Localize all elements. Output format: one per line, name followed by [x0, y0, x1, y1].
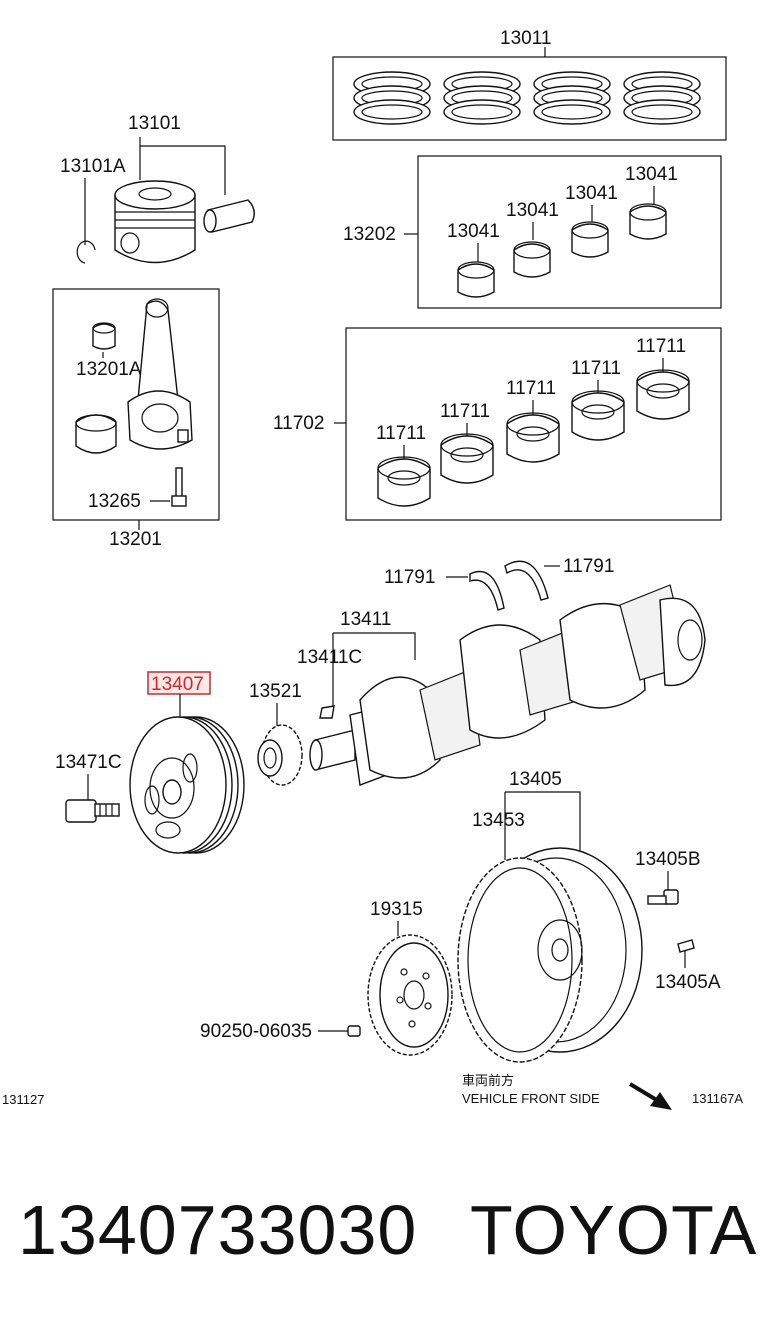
piston-ring-icon [443, 71, 521, 125]
label-11711-1[interactable]: 11711 [376, 423, 426, 444]
piston-group: 13101 13101A [60, 113, 255, 264]
main-bearing-shell-icon [636, 369, 690, 420]
piston-rings-group: 13011 [332, 28, 727, 141]
label-13405[interactable]: 13405 [509, 769, 562, 790]
conrod-bearing-icon [75, 414, 117, 454]
flywheel-icon [457, 847, 643, 1063]
label-13411C[interactable]: 13411C [297, 647, 362, 668]
main-bearing-group: 11702 11711 11711 11711 11711 11711 [273, 327, 722, 521]
main-bearing-box [345, 327, 722, 521]
conrod-group: 13201 13201A 13265 [52, 288, 220, 550]
conrod-bolt-icon [171, 467, 187, 507]
drive-plate-group: 19315 90250-06035 [200, 899, 453, 1056]
label-11711-2[interactable]: 11711 [440, 401, 490, 422]
front-arrow-icon [628, 1082, 672, 1110]
highlight-box [147, 671, 211, 695]
front-note-english: VEHICLE FRONT SIDE [462, 1091, 600, 1106]
brand-name: TOYOTA [470, 1191, 758, 1269]
label-13201A[interactable]: 13201A [76, 359, 142, 380]
connecting-rod-icon [127, 298, 193, 450]
label-13405A[interactable]: 13405A [655, 972, 721, 993]
conrod-bearing-box [417, 155, 722, 309]
label-13011[interactable]: 13011 [500, 28, 551, 49]
pulley-bolt-icon [65, 799, 120, 823]
conrod-box [52, 288, 220, 521]
front-note: 車両前方 VEHICLE FRONT SIDE [462, 1073, 672, 1110]
label-13101A[interactable]: 13101A [60, 156, 126, 177]
label-11711-3[interactable]: 11711 [506, 378, 556, 399]
piston-ring-icons [353, 71, 701, 125]
label-13407[interactable]: 13407 [151, 674, 204, 695]
piston-icon [114, 180, 196, 264]
piston-ring-icon [353, 71, 431, 125]
crankshaft-group: 13411 13411C [297, 584, 706, 786]
crankshaft-pulley-icon [129, 716, 245, 854]
conrod-bearing-shell-icon [571, 221, 609, 258]
label-90250-06035[interactable]: 90250-06035 [200, 1021, 312, 1042]
label-13041-b[interactable]: 13041 [506, 200, 559, 221]
label-13405B[interactable]: 13405B [635, 849, 701, 870]
crank-key-icon [319, 705, 335, 719]
conrod-bearing-shell-icon [629, 203, 667, 240]
conrod-bearing-shell-icon [513, 241, 551, 278]
piston-clip-icon [76, 240, 96, 264]
timing-gear-group: 13521 [249, 681, 303, 786]
label-13041-a[interactable]: 13041 [447, 221, 500, 242]
flywheel-bolt-icon [647, 889, 679, 905]
piston-ring-icon [533, 71, 611, 125]
label-11711-4[interactable]: 11711 [571, 358, 621, 379]
piston-ring-icon [623, 71, 701, 125]
thrust-washer-group: 11791 11791 [384, 556, 614, 611]
figure-code-left: 131127 [2, 1092, 44, 1107]
label-13201[interactable]: 13201 [109, 529, 162, 550]
label-19315[interactable]: 19315 [370, 899, 423, 920]
conrod-bearing-group: 13202 13041 13041 13041 13041 [343, 155, 722, 309]
main-bearing-shell-icon [440, 433, 494, 484]
thrust-washer-icon [469, 570, 505, 611]
label-13265[interactable]: 13265 [88, 491, 141, 512]
piston-pin-icon [203, 199, 255, 233]
label-13521[interactable]: 13521 [249, 681, 302, 702]
part-number: 1340733030 [18, 1191, 418, 1269]
main-bearing-shell-icon [377, 456, 431, 507]
main-bearing-shell-icon [571, 390, 625, 441]
label-13101[interactable]: 13101 [128, 113, 181, 134]
label-11711-5[interactable]: 11711 [636, 336, 686, 357]
pin-icon [347, 1025, 361, 1037]
drive-plate-icon [367, 934, 453, 1056]
rings-box [332, 56, 727, 141]
flywheel-pin-icon [677, 939, 695, 953]
label-13453[interactable]: 13453 [472, 810, 525, 831]
flywheel-group: 13405 13453 13405B 13405A [457, 769, 721, 1063]
thrust-washer-icon [504, 560, 549, 601]
label-13041-d[interactable]: 13041 [625, 164, 678, 185]
label-13411[interactable]: 13411 [340, 609, 391, 630]
label-13202[interactable]: 13202 [343, 224, 396, 245]
label-11791-right[interactable]: 11791 [563, 556, 614, 577]
crankshaft-icon [309, 584, 706, 786]
label-13471C[interactable]: 13471C [55, 752, 122, 773]
front-note-japanese: 車両前方 [462, 1073, 514, 1089]
conrod-bushing-icon [92, 322, 116, 350]
timing-gear-icon [257, 724, 303, 786]
label-13041-c[interactable]: 13041 [565, 183, 618, 204]
pulley-group: 13407 13471C [55, 671, 245, 854]
conrod-bearing-shell-icon [457, 261, 495, 298]
label-11702[interactable]: 11702 [273, 413, 324, 434]
label-11791-left[interactable]: 11791 [384, 567, 435, 588]
main-bearing-shell-icon [506, 412, 560, 463]
figure-code-right: 131167A [692, 1091, 743, 1106]
